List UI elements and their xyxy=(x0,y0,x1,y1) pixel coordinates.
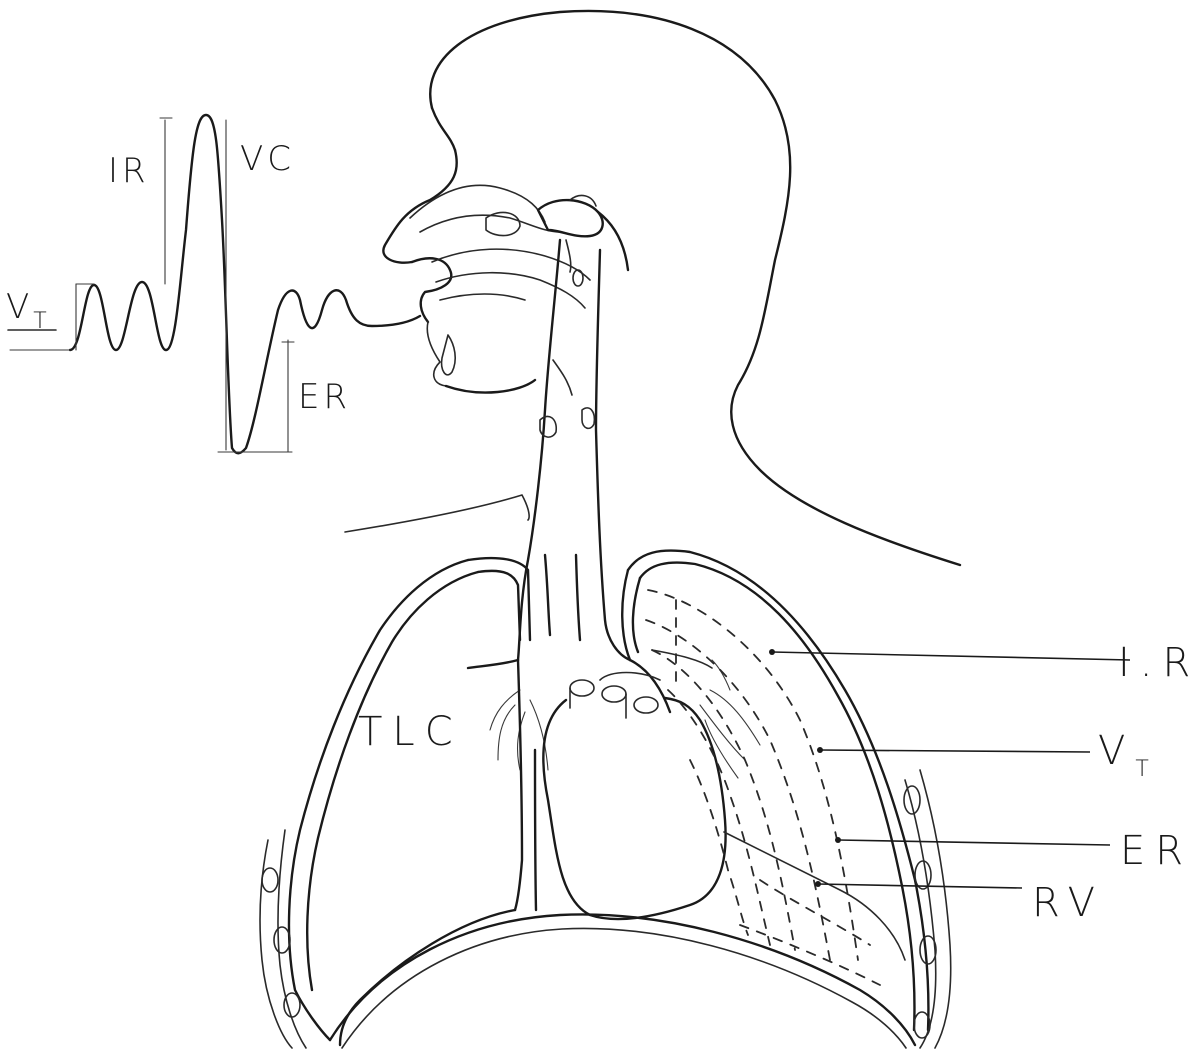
ir-label: I.R xyxy=(1118,640,1195,686)
heart xyxy=(543,673,725,920)
er-label: ER xyxy=(1120,828,1193,874)
spirogram-ir-label: IR xyxy=(108,151,150,191)
rv-label: RV xyxy=(1032,880,1105,926)
diaphragm xyxy=(330,914,915,1048)
trachea xyxy=(518,240,630,660)
lung-volume-contours xyxy=(646,590,880,985)
vt-label: VT xyxy=(1098,728,1159,782)
right-lung xyxy=(622,551,928,1030)
left-lung xyxy=(289,558,536,1045)
nasal-oral-cavity xyxy=(383,150,628,393)
spirogram-vt-label: VT xyxy=(6,287,51,334)
spirogram-vc-label: VC xyxy=(240,139,295,179)
spirogram xyxy=(10,115,420,453)
tlc-label: TLC xyxy=(358,709,463,755)
spirogram-er-label: ER xyxy=(298,377,351,417)
left-ribs xyxy=(260,830,306,1048)
